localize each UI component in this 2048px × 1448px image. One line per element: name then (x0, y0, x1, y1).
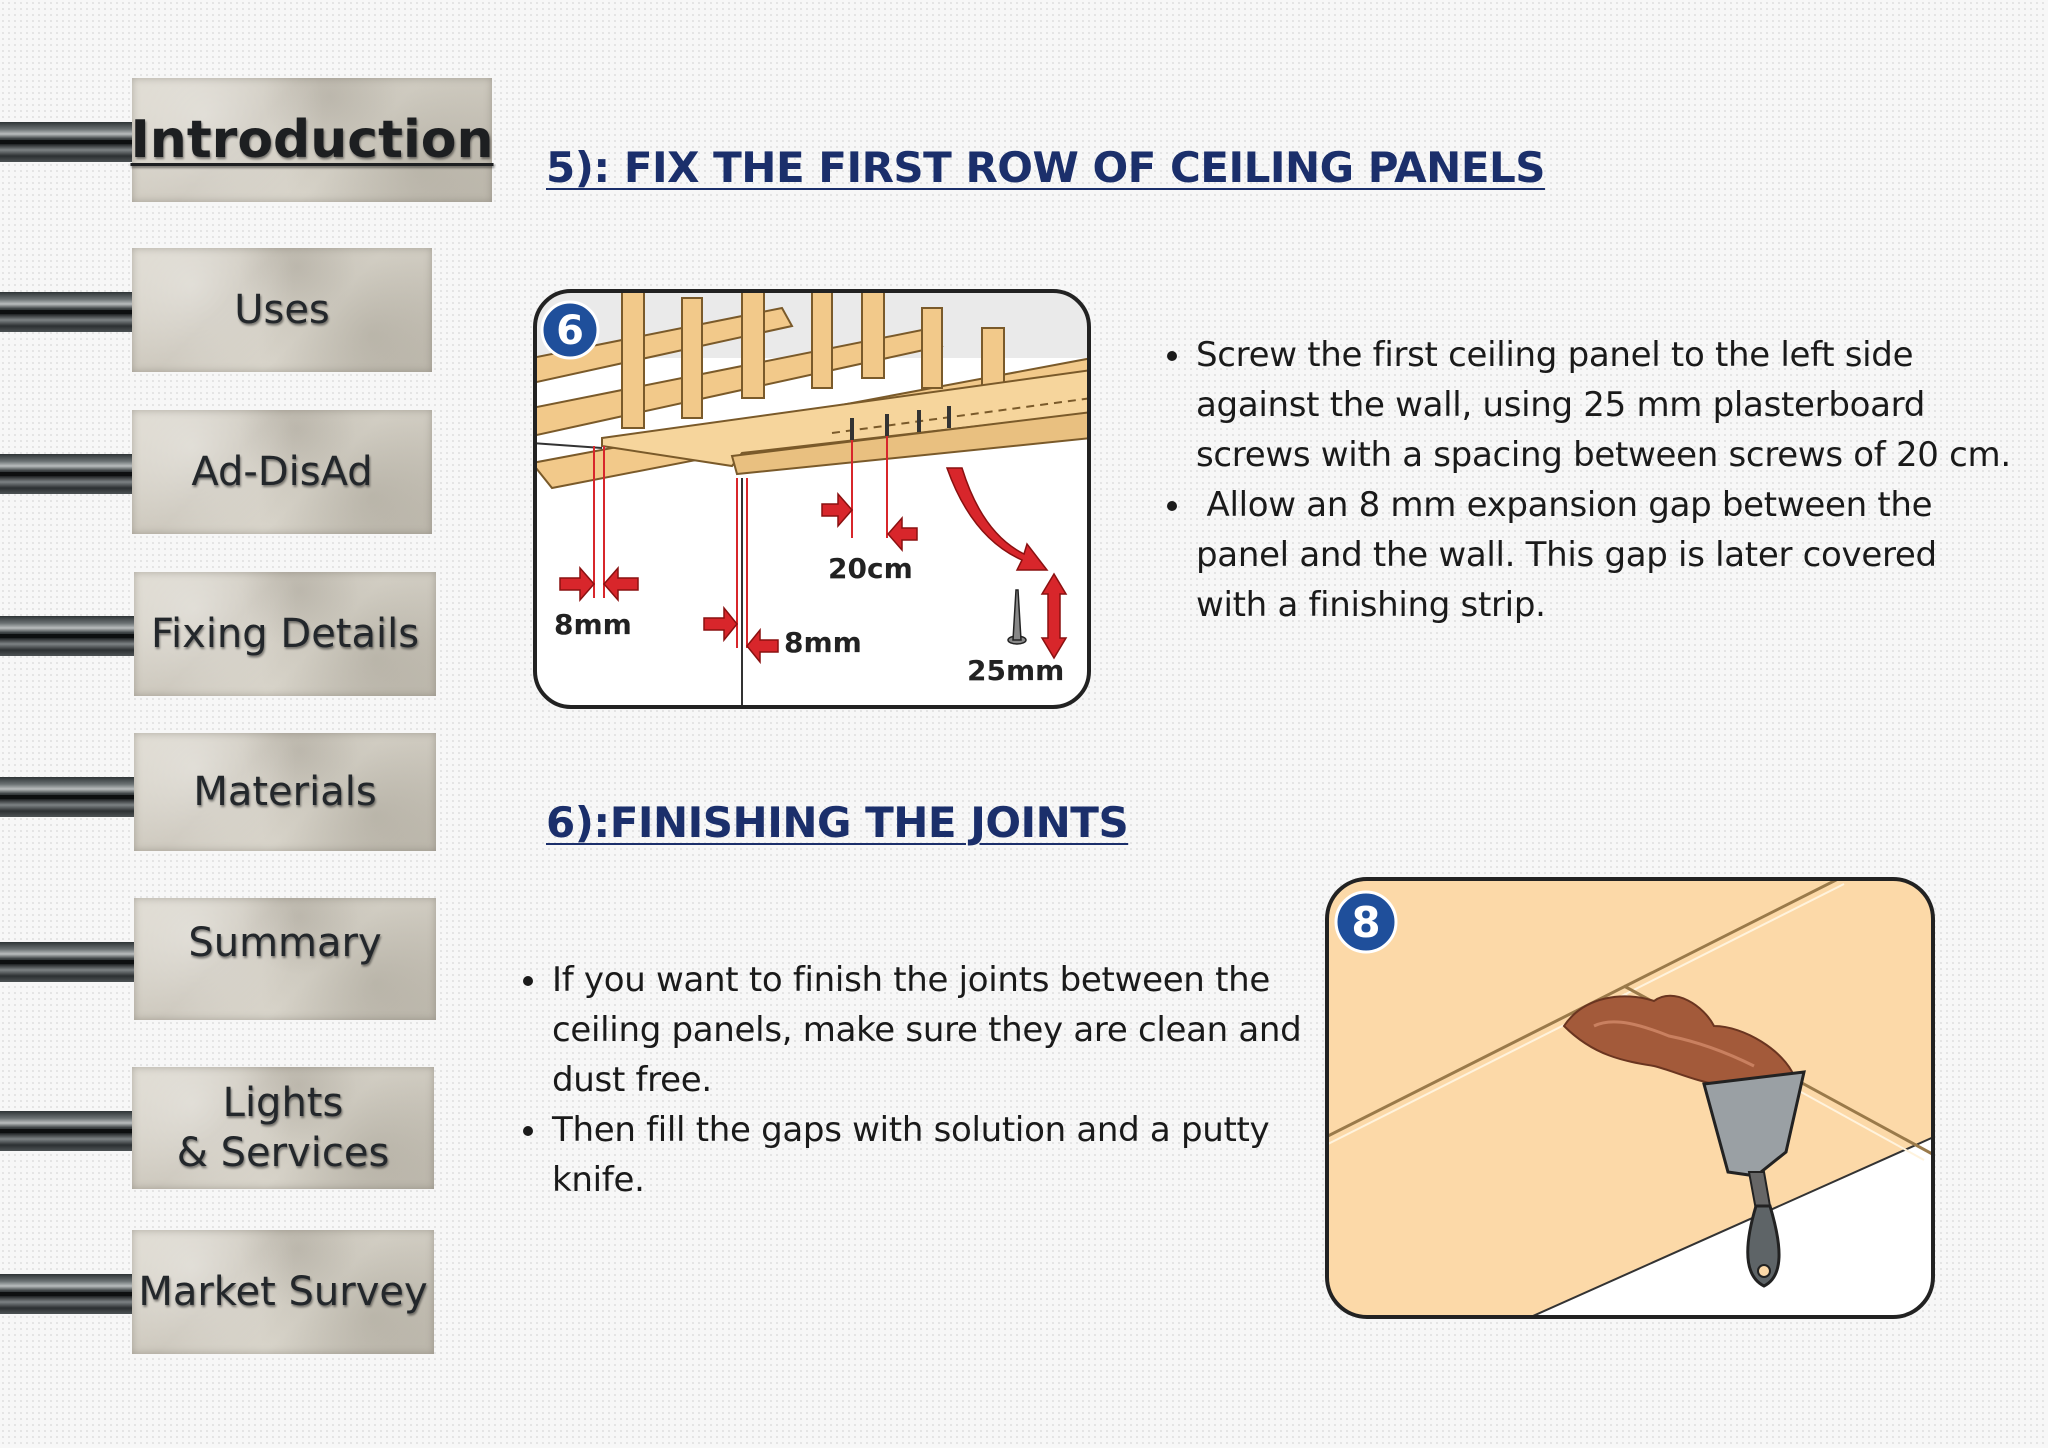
sidebar-item-label: Market Survey (138, 1269, 428, 1315)
sidebar-plaque[interactable]: Market Survey (132, 1230, 434, 1354)
sidebar-item-label: Uses (234, 287, 330, 333)
sidebar-plaque[interactable]: Introduction (130, 78, 494, 202)
rail-decoration (0, 292, 140, 332)
sidebar-plaque[interactable]: Lights & Services (132, 1067, 434, 1189)
sidebar-item-label: Summary (188, 920, 382, 966)
sidebar-item-label: Materials (193, 769, 377, 815)
rail-decoration (0, 777, 140, 817)
joint-finishing-illustration: 8 (1325, 877, 1935, 1319)
ceiling-panel-illustration: 6 8mm 8mm 20cm 25mm (533, 289, 1091, 709)
sidebar-item-market-survey[interactable]: Market Survey (0, 1230, 440, 1354)
sidebar-plaque[interactable]: Uses (132, 248, 432, 372)
sidebar-item-ad-disad[interactable]: Ad-DisAd (0, 410, 440, 534)
sidebar-plaque[interactable]: Ad-DisAd (132, 410, 432, 534)
sidebar-item-materials[interactable]: Materials (0, 733, 440, 857)
section-5-heading: 5): FIX THE FIRST ROW OF CEILING PANELS (546, 143, 1546, 192)
gap-mid-label: 8mm (784, 626, 862, 659)
sidebar-item-label: Introduction (130, 109, 494, 170)
section-6-bullets: If you want to finish the joints between… (502, 955, 1310, 1205)
rail-decoration (0, 1274, 140, 1314)
sidebar-plaque[interactable]: Materials (134, 733, 436, 851)
screw-length-label: 25mm (967, 654, 1064, 687)
sidebar-item-label: Fixing Details (150, 611, 420, 657)
sidebar-item-lights-services[interactable]: Lights & Services (0, 1067, 440, 1191)
sidebar-item-summary[interactable]: Summary (0, 898, 440, 1022)
sidebar-item-fixing-details[interactable]: Fixing Details (0, 572, 440, 696)
rail-decoration (0, 454, 140, 494)
sidebar-item-label: Ad-DisAd (191, 449, 373, 495)
rail-decoration (0, 122, 140, 162)
bullet-item: Allow an 8 mm expansion gap between the … (1194, 480, 2014, 630)
gap-left-label: 8mm (554, 608, 632, 641)
rail-decoration (0, 942, 140, 982)
step-badge: 8 (1351, 898, 1380, 947)
section-5-bullets: Screw the first ceiling panel to the lef… (1146, 330, 2014, 630)
step-badge: 6 (556, 308, 584, 354)
bullet-item: If you want to finish the joints between… (550, 955, 1310, 1105)
sidebar-item-uses[interactable]: Uses (0, 248, 440, 372)
sidebar-plaque[interactable]: Summary (134, 898, 436, 1020)
rail-decoration (0, 616, 140, 656)
bullet-item: Then fill the gaps with solution and a p… (550, 1105, 1310, 1205)
rail-decoration (0, 1111, 140, 1151)
spacing-label: 20cm (828, 552, 913, 585)
sidebar-item-label: Lights & Services (176, 1080, 390, 1176)
sidebar-item-introduction[interactable]: Introduction (0, 78, 494, 202)
section-6-heading: 6):FINISHING THE JOINTS (546, 798, 1129, 847)
sidebar-plaque[interactable]: Fixing Details (134, 572, 436, 696)
bullet-item: Screw the first ceiling panel to the lef… (1194, 330, 2014, 480)
